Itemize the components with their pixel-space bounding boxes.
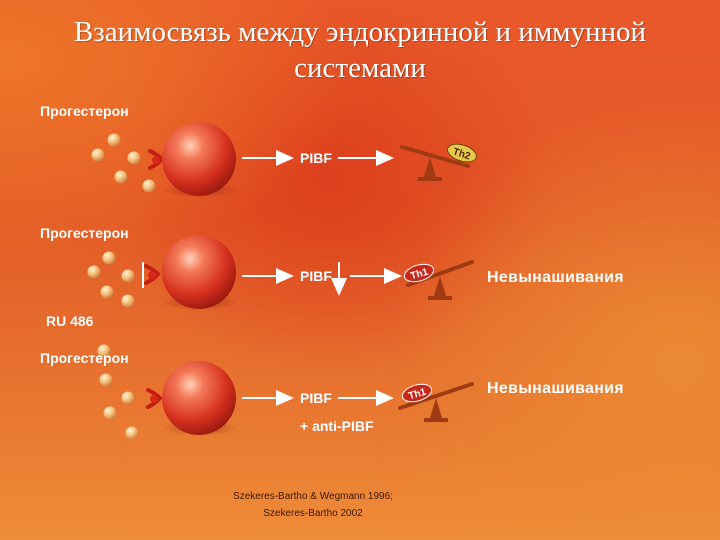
hormone-label-row2: Прогестерон	[40, 225, 129, 241]
balance-icon: Th1	[398, 382, 474, 422]
receptor-icon	[148, 149, 165, 170]
citation-line-2: Szekeres-Bartho 2002	[263, 508, 363, 519]
balance-icon: Th2	[400, 143, 477, 181]
progesterone-dots	[87, 251, 135, 308]
pibf-label-row3: PIBF	[300, 390, 332, 406]
row-2: Th1	[87, 235, 474, 310]
citation: Szekeres-Bartho & Wegmann 1996; Szekeres…	[208, 488, 418, 522]
antibody-label: + anti-PIBF	[300, 418, 374, 434]
blocker-icon	[142, 262, 161, 288]
th1-tag-label: Th1	[407, 387, 428, 403]
hormone-label-row3: Прогестерон	[40, 350, 129, 366]
slide-title: Взаимосвязь между эндокринной и иммунной…	[73, 16, 647, 84]
outcome-label-row2: Невынашивания	[487, 269, 624, 286]
th2-tag-label: Th2	[451, 146, 472, 162]
hormone-label-row1: Прогестерон	[40, 103, 129, 119]
cell-sphere	[162, 361, 236, 435]
th1-tag-label: Th1	[409, 267, 430, 283]
row-3: Th1	[97, 344, 474, 440]
outcome-label-row3: Невынашивания	[487, 380, 624, 397]
receptor-icon	[146, 388, 163, 409]
progesterone-dots	[97, 344, 139, 440]
pibf-label-row1: PIBF	[300, 150, 332, 166]
balance-icon: Th1	[403, 260, 474, 300]
citation-line-1: Szekeres-Bartho & Wegmann 1996;	[233, 491, 393, 502]
pibf-label-row2: PIBF	[300, 268, 332, 284]
cell-sphere	[162, 235, 236, 309]
row-1: Th2	[91, 122, 477, 198]
cell-sphere	[162, 122, 236, 196]
progesterone-dots	[91, 133, 156, 193]
blocker-label: RU 486	[46, 313, 94, 329]
